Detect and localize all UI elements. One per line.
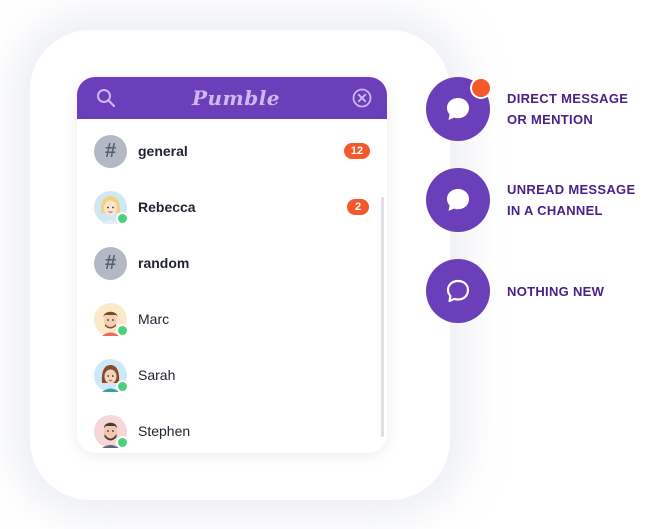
unread-badge: 12 xyxy=(344,143,370,159)
notification-dot xyxy=(470,77,492,99)
item-name: Marc xyxy=(138,311,170,327)
close-circle-icon[interactable] xyxy=(351,87,373,109)
chat-bubble-filled-icon xyxy=(426,168,490,232)
hash-icon: # xyxy=(94,246,127,280)
legend-label: NOTHING NEW xyxy=(507,281,648,302)
item-name: random xyxy=(138,255,190,271)
list-item-sarah[interactable]: Sarah xyxy=(77,347,387,403)
list-item-marc[interactable]: Marc xyxy=(77,291,387,347)
avatar xyxy=(94,414,129,449)
avatar xyxy=(94,302,129,337)
item-name: Rebecca xyxy=(138,199,196,215)
avatar xyxy=(94,190,129,225)
legend-line1: DIRECT MESSAGE xyxy=(507,91,629,106)
app-logo: Pumble xyxy=(191,86,281,110)
widget-header: Pumble xyxy=(77,77,387,119)
legend-line1: NOTHING NEW xyxy=(507,284,605,299)
list-item-general[interactable]: # general 12 xyxy=(77,123,387,179)
search-icon[interactable] xyxy=(95,87,117,109)
list-item-stephen[interactable]: Stephen xyxy=(77,403,387,453)
legend-label: UNREAD MESSAGE IN A CHANNEL xyxy=(507,179,648,221)
unread-badge: 2 xyxy=(347,199,369,215)
chat-widget: Pumble # general 12 xyxy=(77,77,387,453)
item-name: Stephen xyxy=(138,423,191,439)
item-name: general xyxy=(138,143,188,159)
legend-label: DIRECT MESSAGE OR MENTION xyxy=(507,88,648,130)
list-item-random[interactable]: # random xyxy=(77,235,387,291)
hash-icon: # xyxy=(94,134,127,168)
item-name: Sarah xyxy=(138,367,176,383)
avatar xyxy=(94,358,129,393)
scrollbar[interactable] xyxy=(381,197,384,437)
chat-bubble-filled-icon xyxy=(426,77,492,141)
online-status-dot xyxy=(116,211,129,225)
online-status-dot xyxy=(116,379,129,393)
conversation-list: # general 12 xyxy=(77,119,387,453)
legend-line2: OR MENTION xyxy=(507,112,594,127)
legend-line2: IN A CHANNEL xyxy=(507,203,603,218)
list-item-rebecca[interactable]: Rebecca 2 xyxy=(77,179,387,235)
legend-line1: UNREAD MESSAGE xyxy=(507,182,636,197)
online-status-dot xyxy=(116,435,129,449)
chat-bubble-outline-icon xyxy=(426,259,490,323)
online-status-dot xyxy=(116,323,129,337)
